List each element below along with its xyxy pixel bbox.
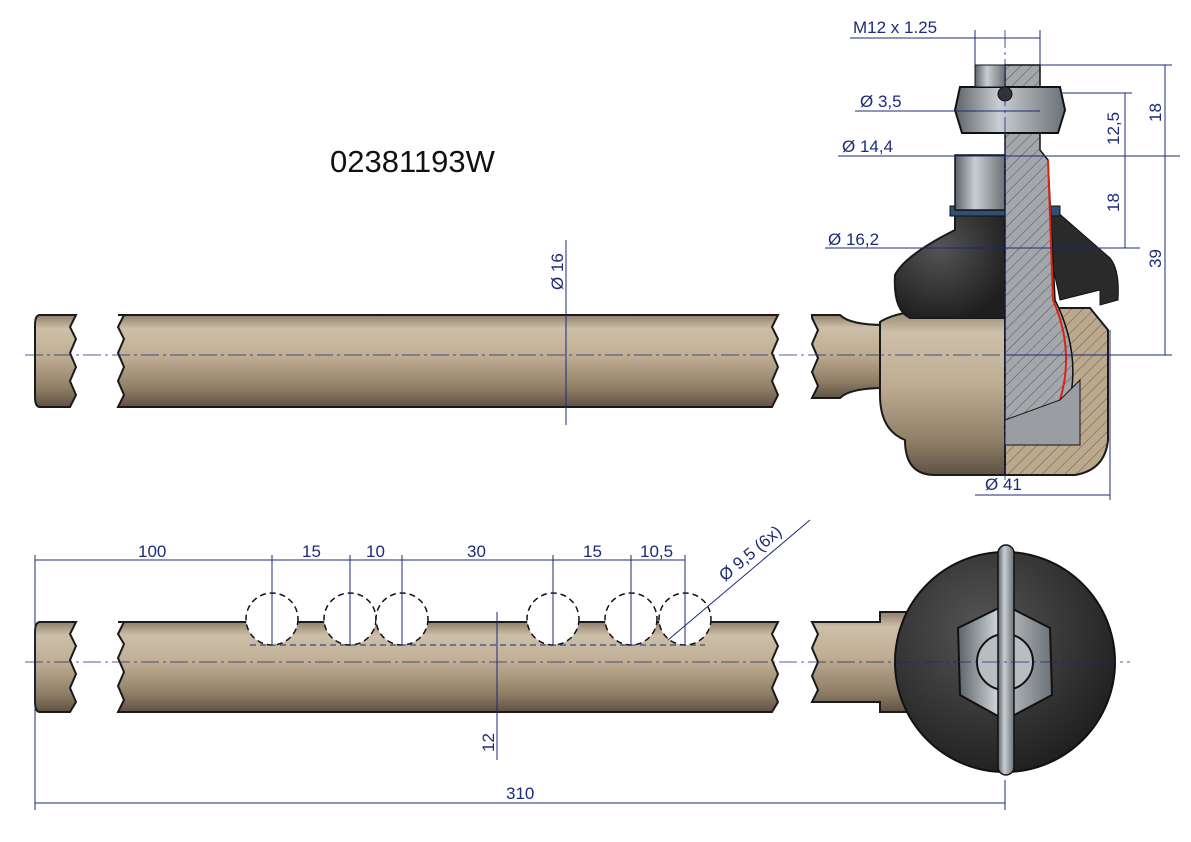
rod-main: [116, 314, 780, 408]
dim-spacing-5: 15: [583, 542, 602, 561]
rod-left-stub: [34, 314, 78, 408]
dim-pin-hole: Ø 3,5: [860, 92, 902, 111]
dim-height-cone: 18: [1104, 193, 1123, 212]
rod-left-stub-bottom: [34, 621, 78, 713]
stud-neck: [954, 154, 1006, 211]
dim-height-thread: 18: [1146, 103, 1165, 122]
dim-spacing-1: 100: [138, 542, 166, 561]
bottom-view: 100 15 10 30 15 10,5 Ø 9,5 (6x) 12 310: [25, 519, 1130, 810]
dim-spacing-4: 30: [467, 542, 486, 561]
dim-stud-lower: Ø 16,2: [828, 230, 879, 249]
cotter-pin: [997, 544, 1015, 776]
housing: [879, 306, 1006, 476]
dim-spacing-6: 10,5: [640, 542, 673, 561]
top-view: Ø 16 M12 x 1.25 Ø 3,5 Ø 14,4 Ø 16,2 Ø 41…: [25, 18, 1180, 500]
dim-height-total: 39: [1146, 249, 1165, 268]
dim-spacing-2: 15: [302, 542, 321, 561]
dim-rod-diameter: Ø 16: [548, 253, 567, 290]
dim-housing: Ø 41: [985, 475, 1022, 494]
dim-spacing-3: 10: [366, 542, 385, 561]
castle-nut: [953, 86, 1067, 134]
stud-red-line: [1047, 159, 1068, 401]
rod-right-stub: [810, 314, 886, 399]
dim-stud-upper: Ø 14,4: [842, 137, 893, 156]
dim-height-nut: 12,5: [1104, 112, 1123, 145]
dim-total-length: 310: [506, 784, 534, 803]
thread-end: [974, 64, 1006, 88]
part-number: 02381193W: [330, 144, 496, 179]
boot: [893, 209, 1006, 319]
dim-hole-depth: 12: [479, 733, 498, 752]
dim-thread: M12 x 1.25: [853, 18, 937, 37]
dim-hole-callout: Ø 9,5 (6x): [715, 522, 785, 585]
